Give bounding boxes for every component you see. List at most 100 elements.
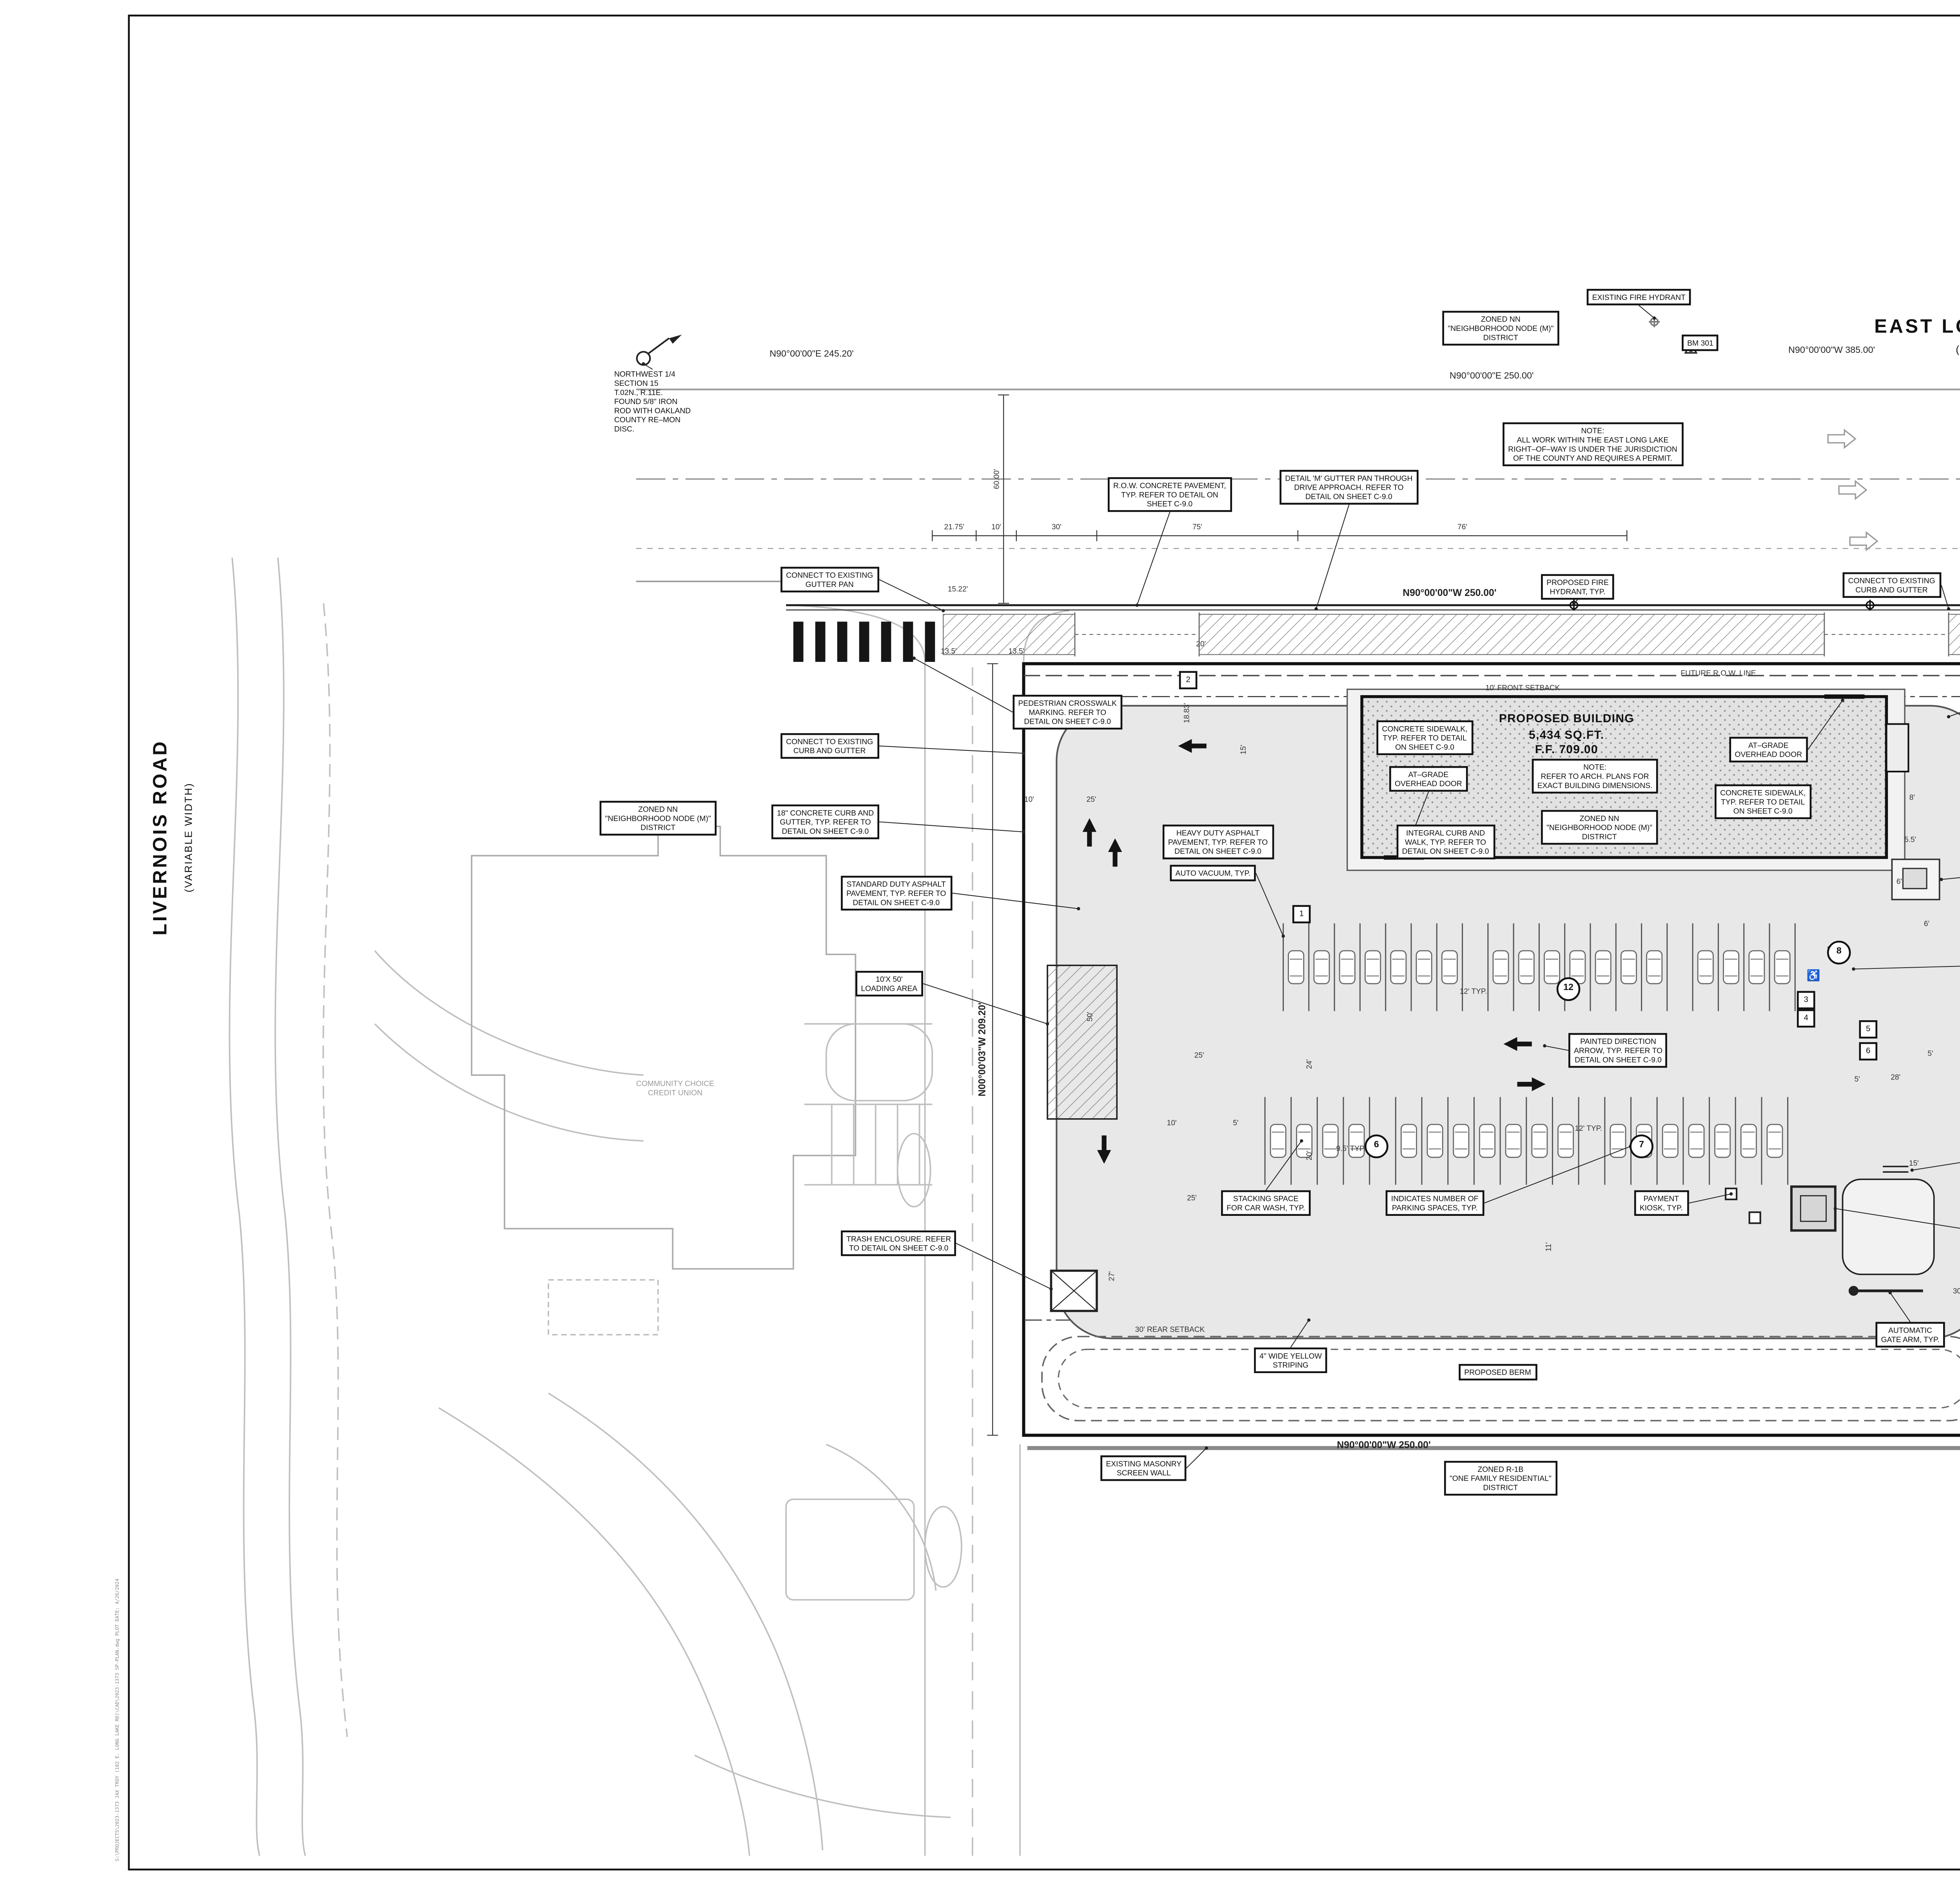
plan-text: 10'	[991, 522, 1001, 531]
sign-marker: 5	[1859, 1020, 1878, 1039]
callout-line: CREDIT UNION	[648, 1088, 702, 1097]
plan-text: EAST LONG LAKE ROAD	[1874, 316, 1960, 338]
callout-line: DETAIL ON SHEET C-9.0	[782, 827, 869, 836]
plan-text: 76'	[1457, 522, 1468, 531]
callout-line: MARKING. REFER TO	[1029, 707, 1107, 717]
callout-line: HEAVY DUTY ASPHALT	[1176, 828, 1259, 837]
callout-line: OVERHEAD DOOR	[1395, 779, 1462, 788]
callout-line: ZONED NN	[1579, 814, 1619, 823]
sign-marker: 1	[1292, 905, 1311, 923]
callout-line: ZONED NN	[638, 804, 678, 814]
parking-stalls	[1264, 923, 1796, 1185]
callout-line: "NEIGHBORHOOD NODE (M)"	[605, 814, 711, 823]
callout-line: 5,434 SQ.FT.	[1529, 728, 1604, 742]
plan-text: N90°00'00"E 245.20'	[769, 349, 854, 360]
callout-line: DETAIL ON SHEET C-9.0	[1174, 847, 1261, 856]
callout-line: SHEET C-9.0	[1147, 499, 1193, 509]
plan-text: 25'	[1187, 1193, 1197, 1203]
callout-line: COUNTY RE–MON	[614, 416, 681, 425]
callout-line: PROPOSED FIRE	[1546, 578, 1609, 587]
callout-line: DETAIL ON SHEET C-9.0	[1402, 847, 1489, 856]
callout-line: T.02N., R.11E.	[614, 388, 663, 397]
sheet-border	[128, 15, 1960, 1871]
callout-line: TYP. REFER TO DETAIL	[1720, 797, 1805, 807]
callout: EXISTING FIRE HYDRANT	[1586, 289, 1691, 306]
callout-line: CONNECT TO EXISTING	[786, 737, 873, 746]
callout-line: STRIPING	[1272, 1360, 1308, 1370]
sign-marker: 2	[1179, 671, 1198, 690]
callout-line: KIOSK, TYP.	[1639, 1203, 1683, 1212]
callout: ZONED NN"NEIGHBORHOOD NODE (M)"DISTRICT	[1541, 810, 1658, 845]
callout-line: EXISTING FIRE HYDRANT	[1592, 292, 1686, 302]
callout-line: AT–GRADE	[1748, 740, 1789, 750]
callout-line: DETAIL ON SHEET C-9.0	[1575, 1055, 1662, 1065]
crosswalk	[793, 621, 935, 662]
callout-line: PROPOSED BUILDING	[1499, 713, 1634, 726]
callout-line: PAYMENT	[1643, 1194, 1679, 1203]
callout-line: 10'X 50'	[875, 974, 903, 984]
callout-line: STACKING SPACE	[1233, 1194, 1299, 1203]
callout-line: DRIVE APPROACH. REFER TO	[1294, 483, 1404, 492]
callout-line: INTEGRAL CURB AND	[1406, 828, 1485, 837]
callout-line: DISTRICT	[1483, 1483, 1518, 1492]
plan-text: 10'	[1167, 1118, 1177, 1127]
stall-count: 12	[1556, 977, 1581, 1001]
callout-line: GUTTER, TYP. REFER TO	[780, 817, 871, 827]
callout-line: DISTRICT	[641, 823, 676, 832]
plan-text: 25'	[1086, 794, 1096, 804]
callout-line: NORTHWEST 1/4	[614, 369, 675, 379]
plan-text: 5.5'	[1904, 834, 1916, 844]
callout-line: CONNECT TO EXISTING	[1848, 576, 1935, 585]
stall-count: 7	[1630, 1134, 1653, 1159]
callout-line: ZONED NN	[1481, 314, 1521, 324]
callout-line: "NEIGHBORHOOD NODE (M)"	[1448, 323, 1554, 333]
plan-text: 12' TYP.	[1459, 986, 1487, 996]
callout-line: TYP. REFER TO DETAIL ON	[1121, 490, 1218, 500]
plan-text: 25'	[1194, 1050, 1204, 1060]
callout-line: PAINTED DIRECTION	[1580, 1037, 1656, 1046]
callout-line: OF THE COUNTY AND REQUIRES A PERMIT.	[1513, 454, 1672, 463]
plan-text: 9.5' TYP.	[1336, 1143, 1366, 1153]
callout-line: HYDRANT, TYP.	[1550, 587, 1606, 596]
callout: ZONED NN"NEIGHBORHOOD NODE (M)"DISTRICT	[599, 801, 717, 836]
berm	[1041, 1335, 1960, 1422]
plan-text: N90°00'00"W 250.00'	[1337, 1441, 1431, 1452]
plan-text: 20'	[1196, 639, 1206, 649]
plan-text: 30'	[1051, 522, 1062, 531]
callout: R.O.W. CONCRETE PAVEMENT,TYP. REFER TO D…	[1107, 477, 1232, 512]
callout-line: PAVEMENT, TYP. REFER TO	[1168, 837, 1268, 847]
callout-line: EXISTING MASONRY	[1106, 1459, 1182, 1468]
callout-line: CONNECT TO EXISTING	[786, 570, 873, 580]
plan-text: 12' TYP.	[1575, 1123, 1602, 1133]
callout-line: CURB AND GUTTER	[793, 746, 866, 756]
plan-text: 75'	[1192, 522, 1202, 531]
callout-line: AUTO VACUUM, TYP.	[1175, 868, 1251, 878]
plan-text: 5'	[1854, 1074, 1860, 1083]
callout-line: PROPOSED BERM	[1464, 1368, 1531, 1377]
callout-line: FOR CAR WASH, TYP.	[1227, 1203, 1305, 1212]
plan-text: 28'	[1891, 1072, 1901, 1082]
callout-line: SECTION 15	[614, 378, 659, 388]
sign-marker: 4	[1797, 1009, 1815, 1028]
callout: ZONED R-1B"ONE FAMILY RESIDENTIAL"DISTRI…	[1444, 1461, 1557, 1496]
callout-line: OVERHEAD DOOR	[1735, 750, 1802, 759]
